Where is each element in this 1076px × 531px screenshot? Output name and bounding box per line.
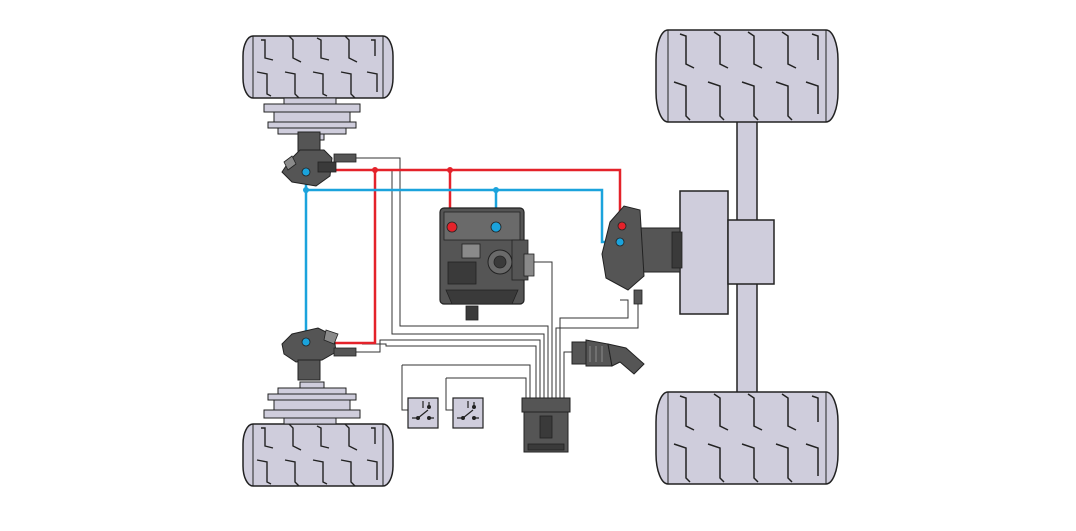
front-right-wheel — [655, 29, 839, 123]
pressure-nodes — [372, 167, 453, 173]
front-left-wheel — [242, 35, 394, 99]
axle-drive-motor — [601, 205, 683, 305]
switch-1 — [407, 397, 439, 429]
axial-piston-pump — [439, 207, 535, 321]
control-unit — [521, 397, 571, 453]
switch-2 — [452, 397, 484, 429]
front-wheel-motor — [281, 131, 357, 187]
rear-right-wheel — [655, 391, 839, 485]
rear-hub — [263, 381, 361, 425]
drive-pedal — [571, 339, 645, 375]
rear-wheel-motor — [281, 327, 357, 381]
rear-left-wheel — [242, 423, 394, 487]
rear-axle — [679, 114, 775, 401]
return-nodes — [303, 187, 499, 193]
